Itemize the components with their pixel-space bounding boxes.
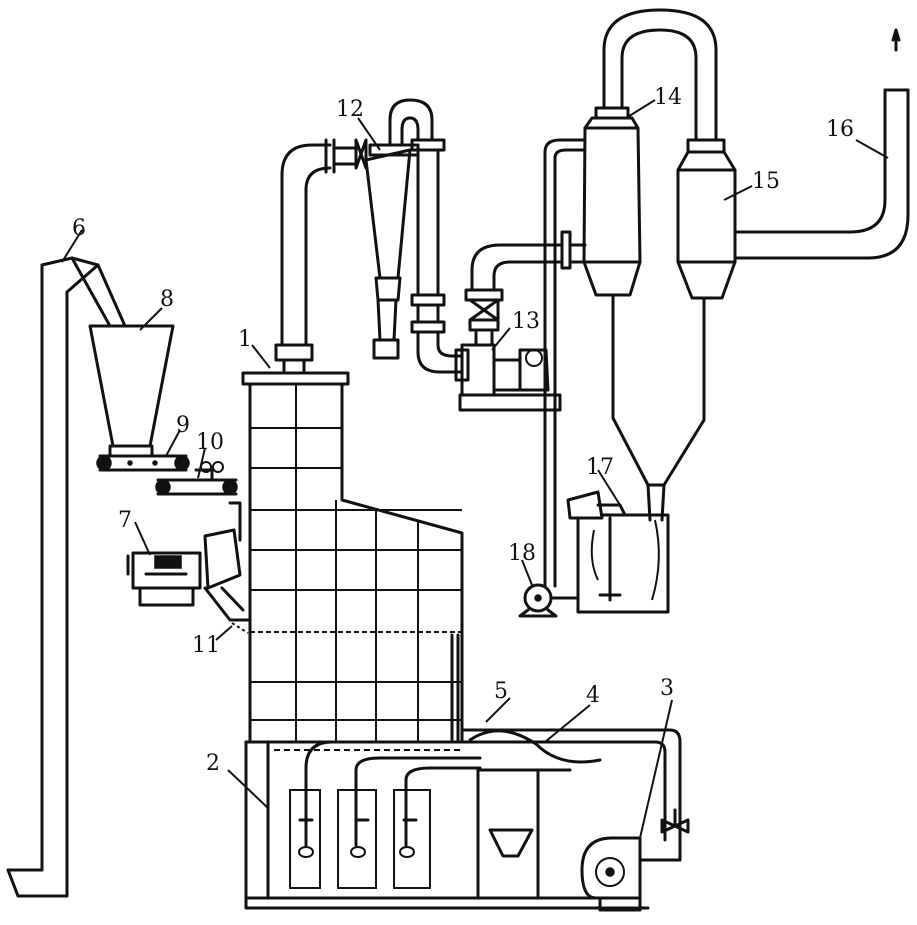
spray-tower-15 <box>676 138 737 300</box>
feed-chute-11 <box>203 586 250 634</box>
label-9: 9 <box>176 413 190 438</box>
label-13: 13 <box>512 309 540 334</box>
belt-conveyor-10 <box>155 461 238 496</box>
settling-tank-17 <box>566 490 670 614</box>
label-16: 16 <box>826 117 854 142</box>
exhaust-fan-13 <box>454 230 572 412</box>
label-14: 14 <box>654 85 682 110</box>
spray-pump-18 <box>518 138 587 618</box>
label-6: 6 <box>72 216 86 241</box>
label-10: 10 <box>196 430 224 455</box>
label-12: 12 <box>336 97 364 122</box>
feed-hopper <box>88 324 175 458</box>
leader-lines <box>61 99 889 839</box>
belt-conveyor-9 <box>96 454 190 472</box>
roaster-tower <box>241 371 464 744</box>
water-trough <box>244 740 650 910</box>
spray-tower-14 <box>568 8 718 297</box>
circulation-pump <box>580 836 682 912</box>
label-5: 5 <box>494 679 508 704</box>
label-3: 3 <box>660 676 674 701</box>
valve <box>660 808 690 834</box>
label-8: 8 <box>160 287 174 312</box>
fan-motor-7 <box>126 501 242 607</box>
part-labels: 1 2 3 4 5 6 7 8 9 10 11 12 13 14 15 16 1… <box>72 85 854 776</box>
label-2: 2 <box>206 751 220 776</box>
label-7: 7 <box>118 508 132 533</box>
bucket-elevator <box>6 256 127 898</box>
label-17: 17 <box>586 455 614 480</box>
label-18: 18 <box>508 541 536 566</box>
label-15: 15 <box>752 169 780 194</box>
exhaust-stack-16 <box>733 28 910 260</box>
label-1: 1 <box>238 327 252 352</box>
label-4: 4 <box>586 683 600 708</box>
tower-drain-pipes <box>611 293 706 522</box>
cyclone-12 <box>364 98 462 374</box>
label-11: 11 <box>192 633 220 658</box>
exhaust-duct-to-cyclone <box>274 138 368 375</box>
circulation-pipe <box>460 728 682 852</box>
